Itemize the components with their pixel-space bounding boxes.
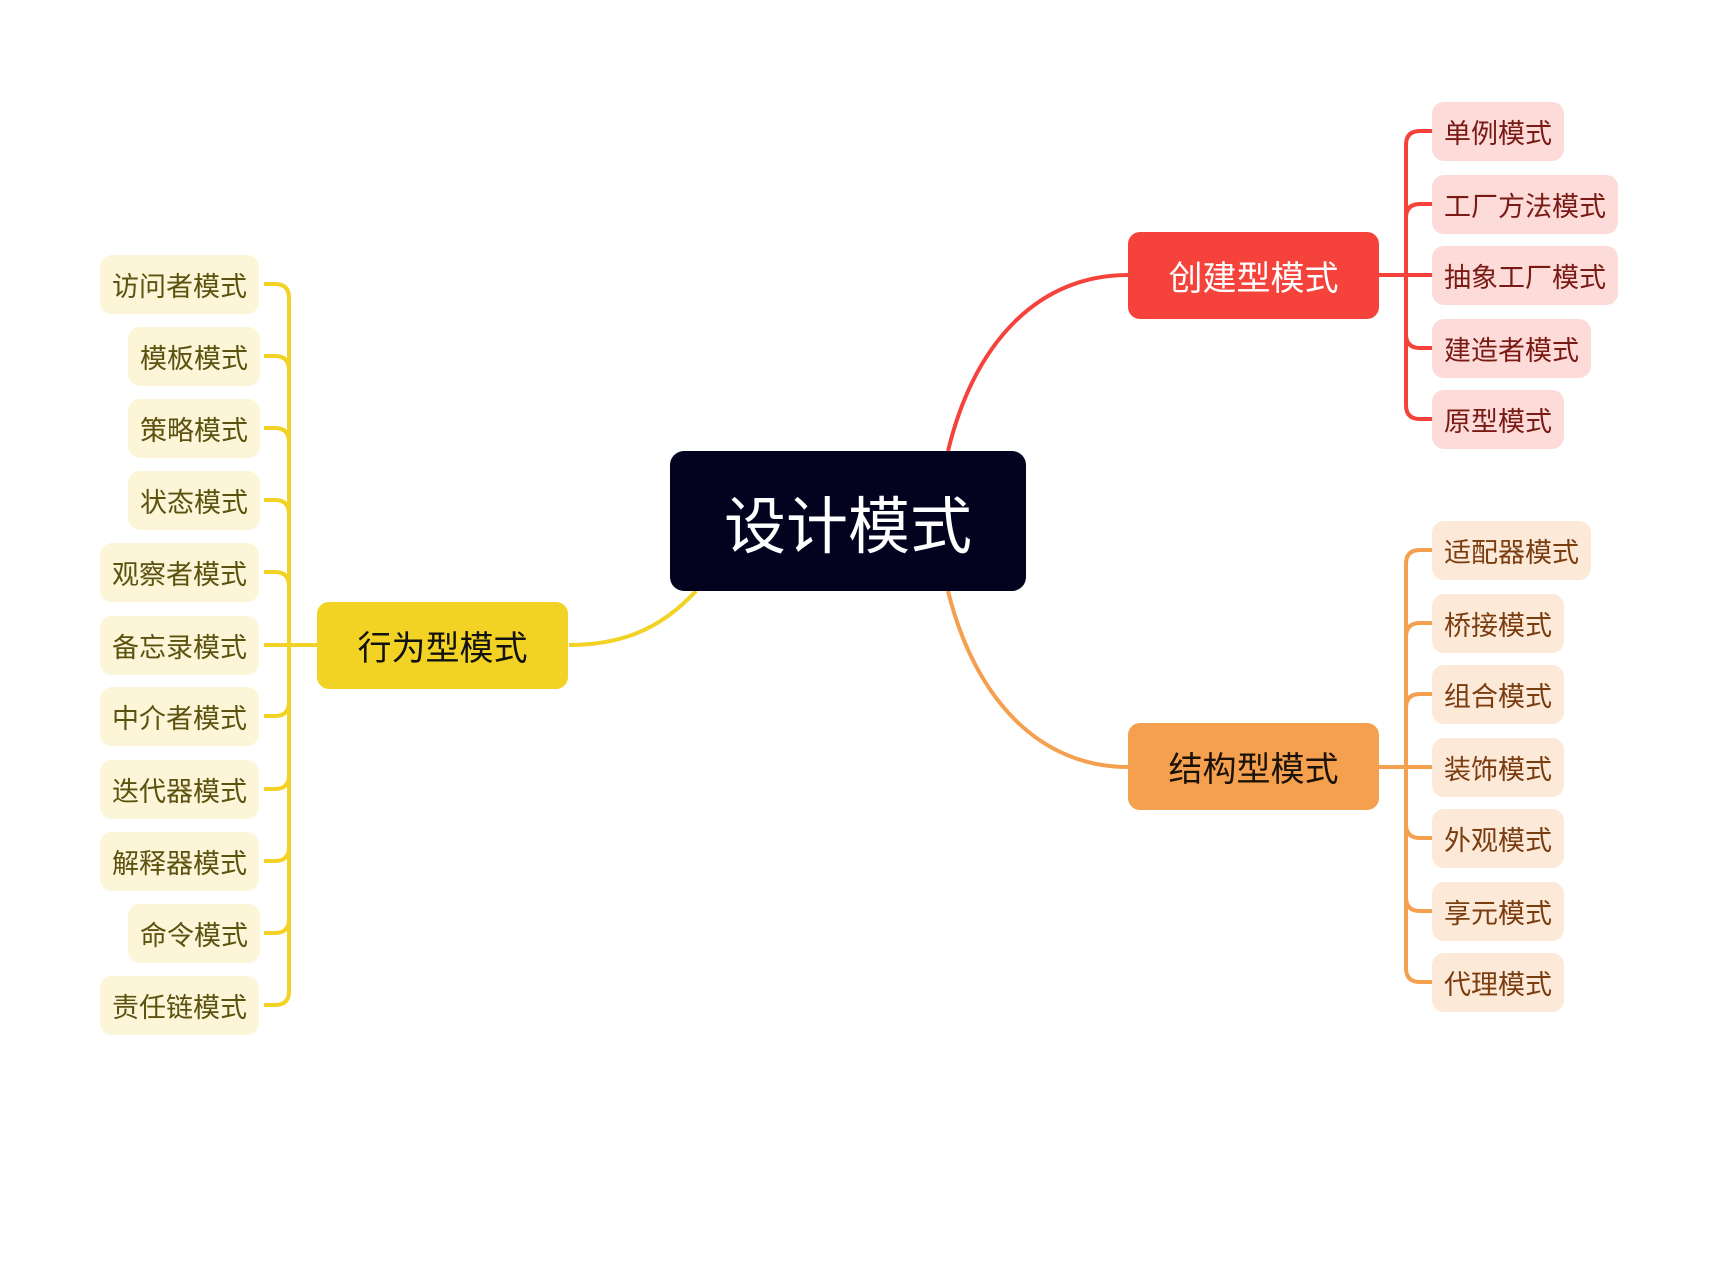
leaf-behavioral[interactable]: 访问者模式 xyxy=(100,255,259,314)
leaf-creational[interactable]: 工厂方法模式 xyxy=(1432,175,1618,234)
branch-behavioral[interactable]: 行为型模式 xyxy=(317,602,568,689)
connector-creational-leaf xyxy=(1404,275,1432,421)
connector-structural-leaf xyxy=(1404,548,1432,767)
connector-behavioral-leaf xyxy=(264,354,291,645)
connector-behavioral-leaf xyxy=(264,426,291,645)
leaf-behavioral[interactable]: 责任链模式 xyxy=(100,976,259,1035)
connector-behavioral-leaf xyxy=(264,282,291,645)
leaf-behavioral[interactable]: 模板模式 xyxy=(128,327,260,386)
leaf-structural[interactable]: 组合模式 xyxy=(1432,665,1564,724)
root-node[interactable]: 设计模式 xyxy=(670,451,1026,591)
connector-creational-leaf xyxy=(1404,129,1432,275)
leaf-behavioral[interactable]: 命令模式 xyxy=(128,904,260,963)
connector-structural-leaf xyxy=(1404,767,1432,984)
branch-structural[interactable]: 结构型模式 xyxy=(1128,723,1379,810)
leaf-behavioral[interactable]: 备忘录模式 xyxy=(100,616,259,675)
leaf-creational[interactable]: 原型模式 xyxy=(1432,390,1564,449)
connector-structural-leaf xyxy=(1404,621,1432,767)
leaf-behavioral[interactable]: 观察者模式 xyxy=(100,543,259,602)
connector-behavioral-leaf xyxy=(264,645,291,863)
leaf-structural[interactable]: 代理模式 xyxy=(1432,953,1564,1012)
leaf-structural[interactable]: 装饰模式 xyxy=(1432,738,1564,797)
connector-creational-leaf xyxy=(1404,202,1432,275)
leaf-behavioral[interactable]: 状态模式 xyxy=(128,471,260,530)
connector-structural xyxy=(946,590,1129,769)
branch-creational[interactable]: 创建型模式 xyxy=(1128,232,1379,319)
connector-behavioral-leaf xyxy=(264,645,291,1007)
connector-structural-leaf xyxy=(1404,767,1432,840)
leaf-behavioral[interactable]: 解释器模式 xyxy=(100,832,259,891)
connector-structural-leaf xyxy=(1404,692,1432,767)
leaf-creational[interactable]: 抽象工厂模式 xyxy=(1432,246,1618,305)
connector-creational-leaf xyxy=(1404,275,1432,350)
connector-behavioral-leaf xyxy=(264,645,291,718)
connector-creational xyxy=(946,273,1129,452)
leaf-behavioral[interactable]: 中介者模式 xyxy=(100,687,259,746)
connector-behavioral-leaf xyxy=(264,498,291,645)
leaf-structural[interactable]: 桥接模式 xyxy=(1432,594,1564,653)
connector-behavioral xyxy=(568,589,698,647)
connector-behavioral-leaf xyxy=(264,570,291,645)
leaf-structural[interactable]: 适配器模式 xyxy=(1432,521,1591,580)
leaf-creational[interactable]: 单例模式 xyxy=(1432,102,1564,161)
leaf-structural[interactable]: 享元模式 xyxy=(1432,882,1564,941)
leaf-behavioral[interactable]: 策略模式 xyxy=(128,399,260,458)
leaf-structural[interactable]: 外观模式 xyxy=(1432,809,1564,868)
leaf-creational[interactable]: 建造者模式 xyxy=(1432,319,1591,378)
leaf-behavioral[interactable]: 迭代器模式 xyxy=(100,760,259,819)
